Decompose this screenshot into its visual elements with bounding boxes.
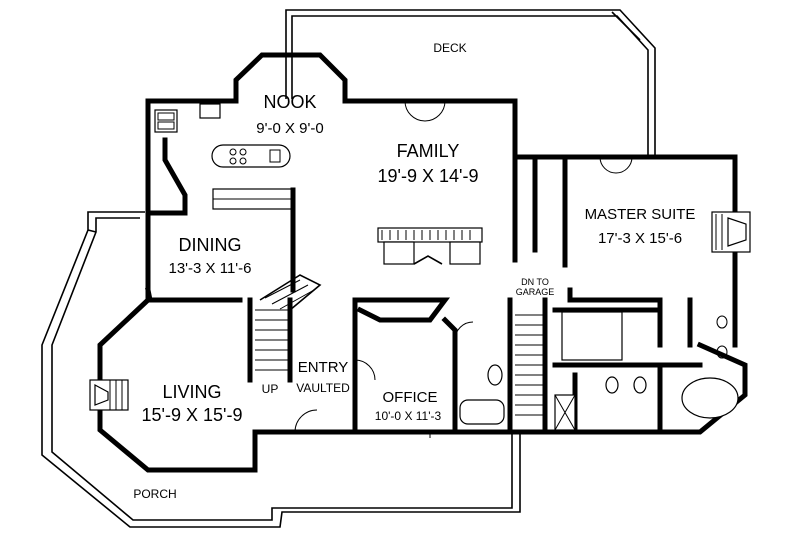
- entry-name: ENTRY: [298, 359, 349, 376]
- master-tub: [681, 377, 739, 419]
- porch-label: PORCH: [133, 487, 176, 501]
- room-labels: DECK NOOK 9'-0 X 9'-0 FAMILY 19'-9 X 14'…: [133, 41, 695, 501]
- master-size: 17'-3 X 15'-6: [598, 230, 682, 247]
- dn-garage-line2: GARAGE: [516, 287, 555, 297]
- range: [199, 103, 221, 119]
- office-size: 10'-0 X 11'-3: [375, 409, 442, 423]
- toilet: [487, 364, 503, 386]
- deck-outline: [285, 9, 656, 158]
- living-name: LIVING: [162, 382, 221, 402]
- nook-size: 9'-0 X 9'-0: [256, 120, 323, 137]
- kitchen-island: [211, 144, 291, 168]
- main-stair: [255, 274, 322, 380]
- stair-up-note: UP: [262, 382, 279, 396]
- porch-outline: [41, 211, 521, 528]
- entry-note: VAULTED: [296, 381, 350, 395]
- bathtub: [459, 399, 505, 425]
- office-name: OFFICE: [383, 389, 438, 406]
- family-name: FAMILY: [397, 141, 460, 161]
- dining-size: 13'-3 X 11'-6: [169, 260, 252, 277]
- deck-label: DECK: [433, 41, 466, 55]
- master-name: MASTER SUITE: [585, 206, 696, 223]
- fixtures: [89, 100, 751, 438]
- family-size: 19'-9 X 14'-9: [378, 166, 479, 186]
- living-size: 15'-9 X 15'-9: [142, 405, 243, 425]
- kitchen-sink: [154, 109, 178, 133]
- garage-stair: [515, 314, 545, 416]
- dining-name: DINING: [179, 235, 242, 255]
- nook-name: NOOK: [263, 92, 316, 112]
- interior-walls: [145, 137, 703, 435]
- dn-garage-line1: DN TO: [521, 277, 549, 287]
